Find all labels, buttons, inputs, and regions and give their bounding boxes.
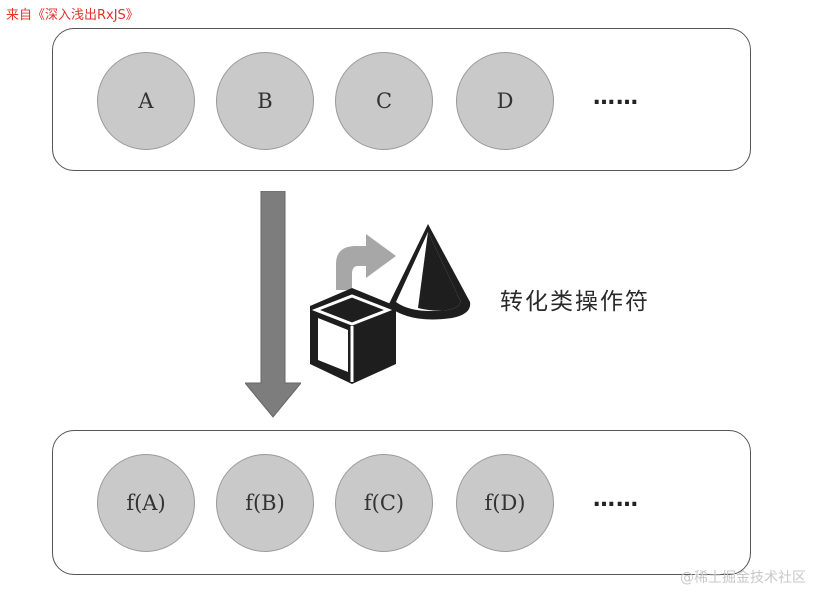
output-marble: f(B) xyxy=(216,454,314,552)
input-marble: A xyxy=(97,52,195,150)
operator-label: 转化类操作符 xyxy=(500,289,650,315)
input-marble: B xyxy=(216,52,314,150)
input-marble: C xyxy=(335,52,433,150)
output-marble: f(D) xyxy=(456,454,554,552)
input-marble: D xyxy=(456,52,554,150)
down-arrow-icon xyxy=(245,191,301,418)
output-stream-box: f(A) f(B) f(C) f(D) …… xyxy=(52,430,751,575)
transform-shapes-icon xyxy=(310,224,471,384)
output-marble: f(C) xyxy=(335,454,433,552)
source-note: 来自《深入浅出RxJS》 xyxy=(6,8,139,23)
output-ellipsis: …… xyxy=(593,487,639,512)
input-ellipsis: …… xyxy=(593,85,639,110)
watermark: @稀土掘金技术社区 xyxy=(680,570,806,586)
input-stream-box: A B C D …… xyxy=(52,28,751,171)
output-marble: f(A) xyxy=(97,454,195,552)
